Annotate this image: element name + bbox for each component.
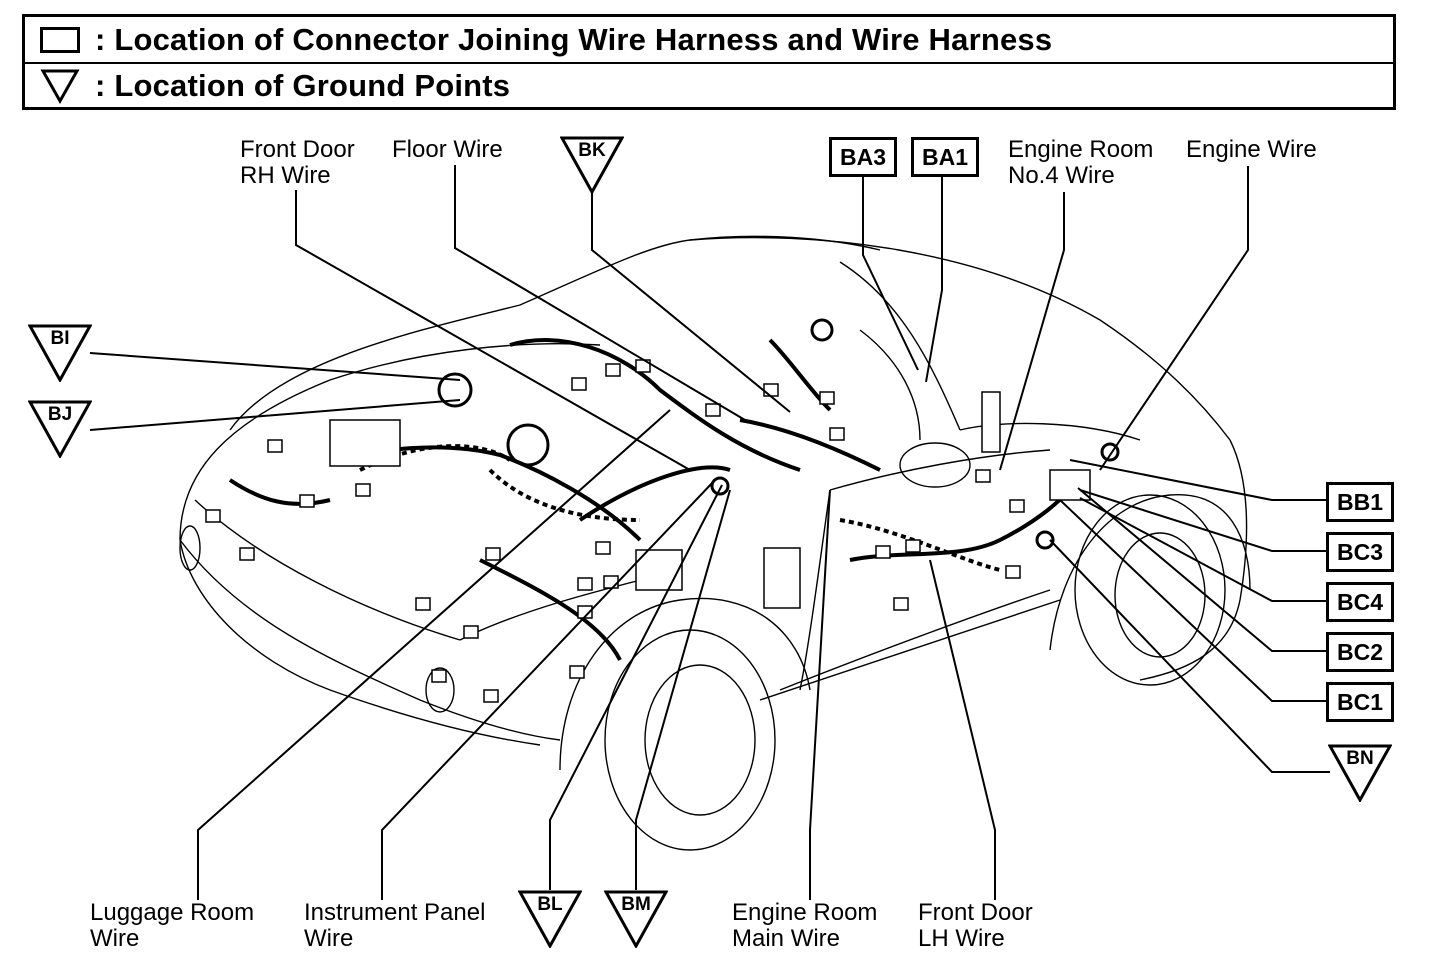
ground-triangle-icon xyxy=(603,890,669,950)
label-engine-room-main-wire: Engine Room Main Wire xyxy=(732,899,878,952)
leader-lines xyxy=(89,165,1330,900)
ground-triangle-icon xyxy=(1327,744,1393,804)
legend-ground-text: : Location of Ground Points xyxy=(95,67,511,103)
ground-triangle-icon xyxy=(27,324,93,384)
connector-square-icon xyxy=(40,26,80,53)
ground-triangle-icon xyxy=(559,136,625,196)
ground-triangle-icon xyxy=(27,400,93,460)
label-instrument-panel-wire: Instrument Panel Wire xyxy=(304,899,486,952)
ground-point-bl: BL xyxy=(517,890,583,950)
label-luggage-room-wire: Luggage Room Wire xyxy=(90,899,255,952)
connector-box-ba1: BA1 xyxy=(911,137,979,177)
label-front-door-lh-wire: Front Door LH Wire xyxy=(918,899,1033,952)
harness-connectors xyxy=(205,359,1091,703)
label-engine-wire: Engine Wire xyxy=(1186,136,1317,163)
legend-connector-row: : Location of Connector Joining Wire Har… xyxy=(25,17,1393,64)
connector-box-bc3: BC3 xyxy=(1326,532,1394,572)
ground-point-bi: BI xyxy=(27,324,93,384)
label-floor-wire: Floor Wire xyxy=(392,136,503,163)
legend-ground-row: : Location of Ground Points xyxy=(25,63,1393,108)
label-front-door-rh-wire: Front Door RH Wire xyxy=(240,136,355,189)
legend-box: : Location of Connector Joining Wire Har… xyxy=(22,14,1396,110)
legend-connector-text: : Location of Connector Joining Wire Har… xyxy=(95,21,1053,57)
label-engine-room-no4-wire: Engine Room No.4 Wire xyxy=(1008,136,1154,189)
wire-harness-paths xyxy=(228,338,1072,661)
ground-point-bm: BM xyxy=(603,890,669,950)
connector-box-bb1: BB1 xyxy=(1326,482,1394,522)
connector-box-bc4: BC4 xyxy=(1326,582,1394,622)
ground-point-bn: BN xyxy=(1327,744,1393,804)
ground-triangle-icon xyxy=(517,890,583,950)
connector-box-bc1: BC1 xyxy=(1326,682,1394,722)
ground-point-bj: BJ xyxy=(27,400,93,460)
car-body-outline xyxy=(179,235,1251,851)
harness-grommets xyxy=(437,318,1120,550)
ground-point-bk: BK xyxy=(559,136,625,196)
ground-triangle-icon xyxy=(40,69,80,104)
connector-box-bc2: BC2 xyxy=(1326,632,1394,672)
connector-box-ba3: BA3 xyxy=(829,137,897,177)
